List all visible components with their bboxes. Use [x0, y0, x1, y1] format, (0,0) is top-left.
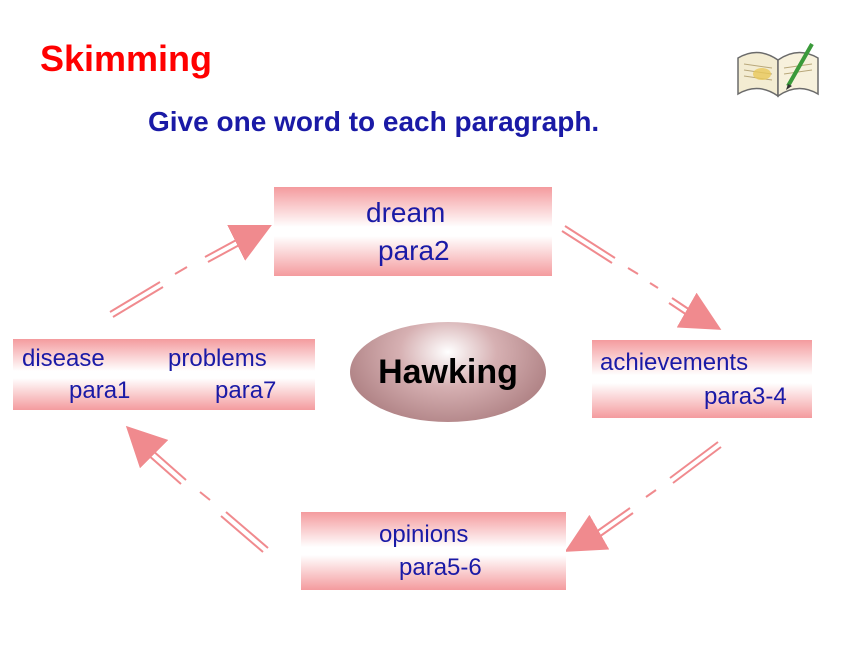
slide-title: Skimming [40, 38, 213, 79]
node-disease-problems: disease problems para1 para7 [13, 339, 315, 410]
node-opinions: opinions para5-6 [301, 512, 566, 590]
node-word: disease [22, 345, 105, 372]
arrow-bottom-to-left [125, 425, 269, 553]
node-word: opinions [379, 521, 469, 548]
arrow-top-to-right [561, 225, 722, 330]
node-para: para5-6 [399, 554, 482, 581]
node-word: achievements [600, 349, 749, 376]
node-word: dream [366, 197, 446, 228]
node-para: para3-4 [704, 383, 787, 410]
node-para: para1 [69, 377, 131, 404]
instruction-text: Give one word to each paragraph. [148, 106, 600, 137]
center-label: Hawking [378, 352, 518, 391]
node-para: para2 [378, 235, 450, 266]
arrow-right-to-bottom [564, 441, 722, 552]
open-book-with-pencil-icon [737, 43, 819, 98]
center-node-hawking: Hawking [350, 322, 546, 422]
node-achievements: achievements para3-4 [592, 340, 812, 418]
arrow-left-to-top [109, 225, 272, 318]
node-para: para7 [215, 377, 277, 404]
node-dream: dream para2 [274, 187, 552, 276]
node-word: problems [168, 345, 267, 372]
